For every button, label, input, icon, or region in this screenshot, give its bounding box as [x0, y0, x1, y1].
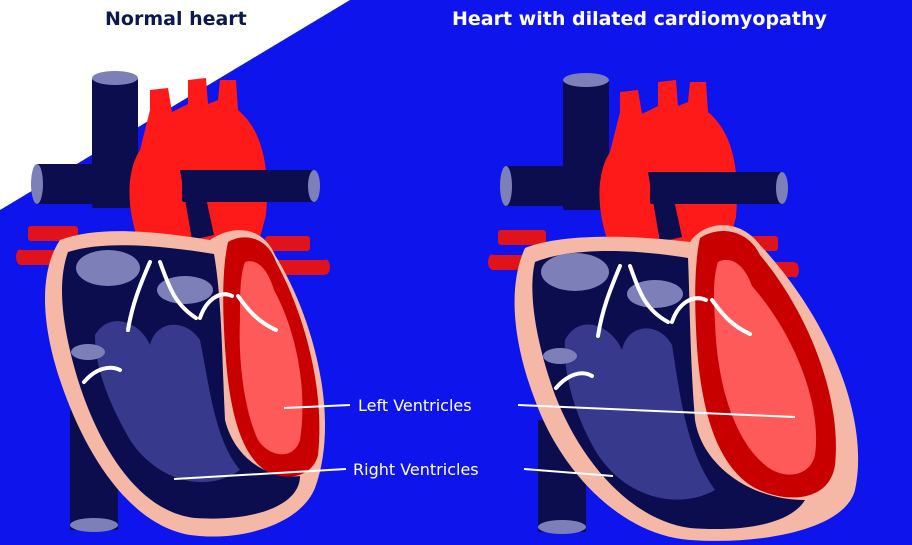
left-ventricles-label: Left Ventricles [358, 396, 472, 415]
right-ventricles-label: Right Ventricles [353, 460, 479, 479]
dilated-heart-title: Heart with dilated cardiomyopathy [452, 8, 827, 30]
normal-heart-title: Normal heart [105, 8, 247, 30]
